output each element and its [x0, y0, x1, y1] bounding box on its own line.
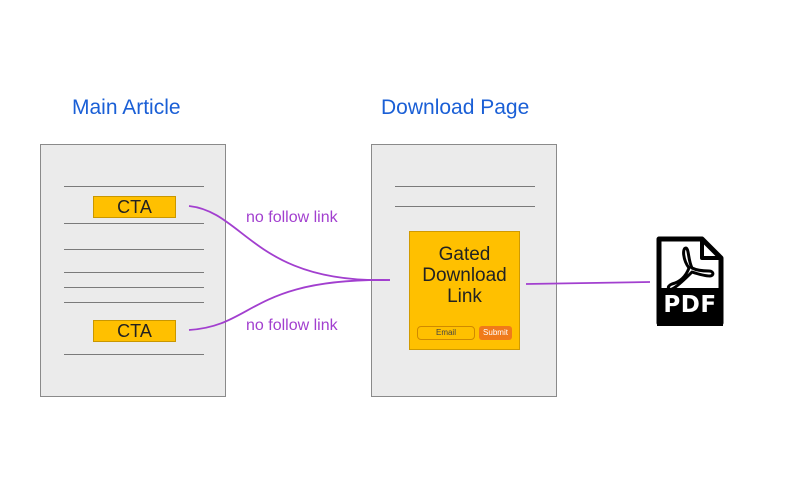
gated-download-link[interactable]: Gated Download Link — [422, 244, 507, 307]
download-page: Gated Download Link Email Submit — [371, 144, 557, 397]
text-line — [64, 272, 204, 273]
text-line — [395, 206, 535, 207]
download-page-title: Download Page — [381, 96, 530, 119]
text-line — [64, 223, 204, 224]
text-line — [64, 249, 204, 250]
text-line — [64, 186, 204, 187]
text-line — [64, 287, 204, 288]
text-line — [64, 302, 204, 303]
email-field[interactable]: Email — [417, 326, 475, 340]
connector-bottom — [188, 279, 391, 331]
text-line — [395, 186, 535, 187]
submit-button[interactable]: Submit — [479, 326, 512, 340]
connector-to-pdf — [525, 281, 651, 285]
text-line — [64, 354, 204, 355]
cta-button-top[interactable]: CTA — [93, 196, 176, 218]
connector-top — [188, 205, 391, 281]
no-follow-label-bottom: no follow link — [246, 317, 338, 334]
cta-button-bottom[interactable]: CTA — [93, 320, 176, 342]
pdf-file-icon: PDF — [656, 236, 724, 326]
gated-download-form: Gated Download Link Email Submit — [409, 231, 520, 350]
pdf-label: PDF — [663, 292, 717, 318]
main-article-title: Main Article — [72, 96, 181, 119]
main-article-page: CTA CTA — [40, 144, 226, 397]
no-follow-label-top: no follow link — [246, 209, 338, 226]
